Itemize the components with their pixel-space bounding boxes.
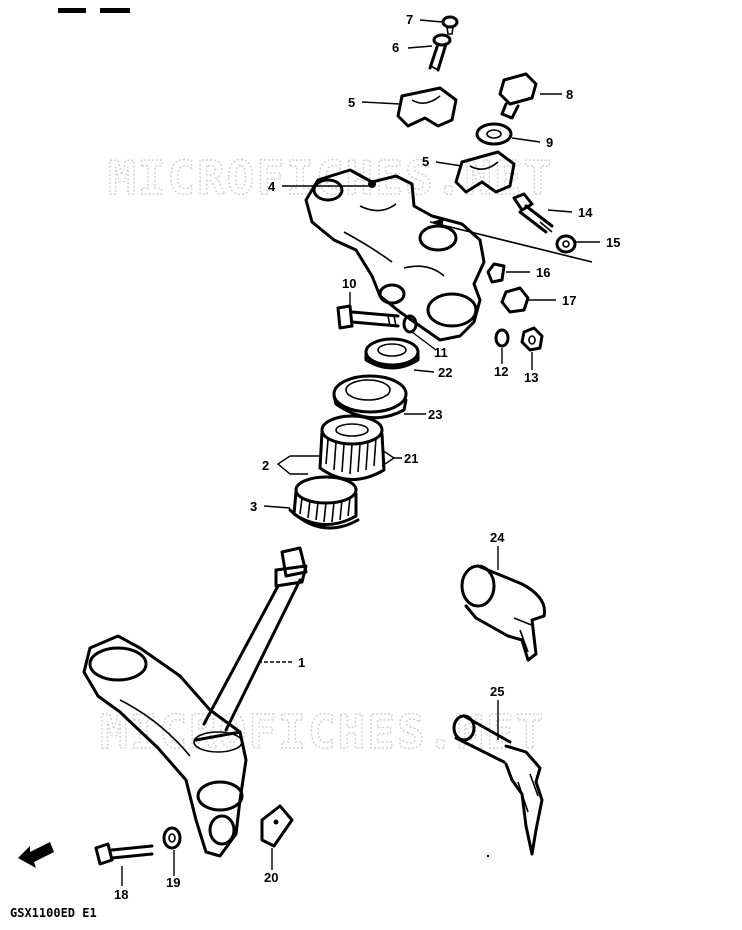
part-3-lower-bearing (288, 475, 360, 530)
callout-5-upper: 5 (348, 95, 355, 110)
part-24-steering-lock (460, 564, 547, 662)
callout-22: 22 (438, 365, 452, 380)
part-20-plate (260, 804, 294, 848)
callout-17: 17 (562, 293, 576, 308)
callout-2: 2 (262, 458, 269, 473)
callouts: 7 6 5 8 9 5 4 14 15 16 17 10 11 12 13 22… (114, 12, 620, 902)
callout-7: 7 (406, 12, 413, 27)
part-16-clip (486, 262, 506, 284)
callout-9: 9 (546, 135, 553, 150)
part-19-washer (162, 826, 182, 850)
part-13-nut (520, 326, 544, 352)
part-21-upper-bearing (318, 414, 386, 481)
part-8-stem-cap-bolt (498, 72, 538, 120)
part-23-dust-seal (332, 374, 408, 420)
callout-15: 15 (606, 235, 620, 250)
part-1-steering-stem (202, 546, 308, 732)
callout-5-lower: 5 (422, 154, 429, 169)
leader-lines (121, 19, 600, 886)
callout-6: 6 (392, 40, 399, 55)
front-direction-arrow-icon (18, 842, 54, 868)
part-22-stem-nut (364, 337, 420, 370)
callout-20: 20 (264, 870, 278, 885)
part-7-screw (441, 15, 459, 35)
callout-4: 4 (268, 179, 276, 194)
callout-14: 14 (578, 205, 593, 220)
callout-19: 19 (166, 875, 180, 890)
callout-23: 23 (428, 407, 442, 422)
callout-8: 8 (566, 87, 573, 102)
part-18-bolt (94, 842, 154, 866)
diagram-code: GSX1100ED E1 (10, 906, 97, 920)
part-6-bolt (428, 33, 452, 72)
stray-mark (486, 854, 490, 858)
part-5-handlebar-holder-upper (396, 86, 458, 128)
callout-11: 11 (434, 345, 448, 360)
callout-21: 21 (404, 451, 418, 466)
callout-3: 3 (250, 499, 257, 514)
part-9-washer (475, 122, 513, 146)
part-14-pinch-bolt (512, 192, 554, 234)
callout-16: 16 (536, 265, 550, 280)
callout-24: 24 (490, 530, 505, 545)
header-marks (58, 8, 130, 13)
part-10-bolt (336, 304, 400, 330)
part-1-lower-bracket (82, 634, 248, 858)
part-17-cap-nut (500, 286, 530, 314)
callout-18: 18 (114, 887, 128, 902)
part-25-lock-set (452, 714, 544, 856)
part-12-washer (494, 328, 510, 348)
watermark-top: MICROFICHES.NET (108, 151, 553, 205)
watermark-bottom: MICROFICHES.NET (100, 705, 545, 759)
part-15-washer (555, 234, 577, 254)
callout-12: 12 (494, 364, 508, 379)
callout-13: 13 (524, 370, 538, 385)
part-11-washer (402, 314, 418, 334)
bracket-direction-line (429, 218, 593, 263)
upper-bracket (304, 168, 486, 342)
callout-1: 1 (298, 655, 305, 670)
callout-10: 10 (342, 276, 356, 291)
part-5-handlebar-holder-lower (454, 150, 516, 194)
callout-25: 25 (490, 684, 504, 699)
